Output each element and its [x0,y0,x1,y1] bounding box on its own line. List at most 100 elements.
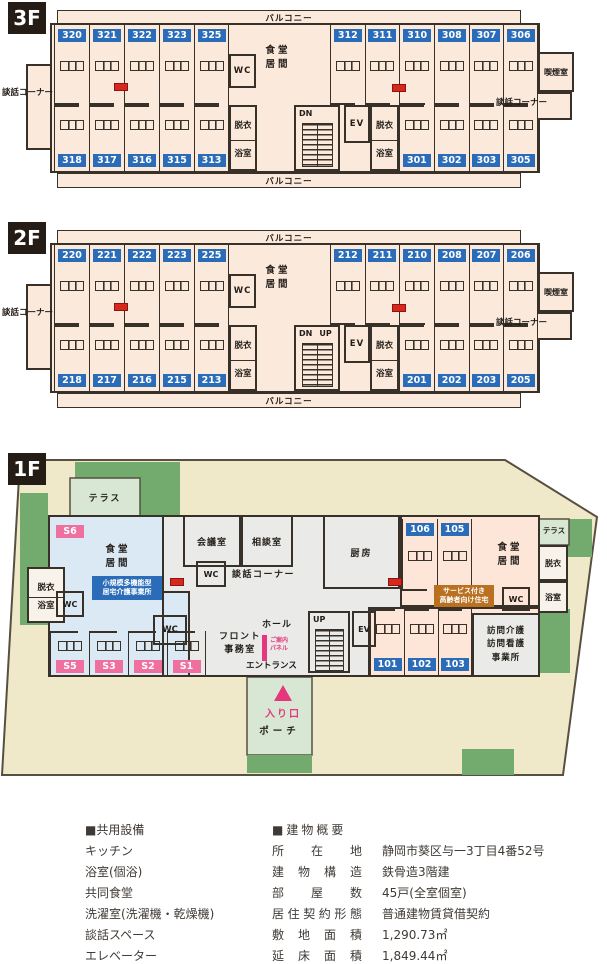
stairs-dn-label: DN [299,109,313,118]
room-cell: 306 [503,25,538,105]
building-spec-row: 延床面積 1,849.44㎡ [272,946,602,964]
door-wall [168,631,195,633]
room-cell: 222 [124,245,159,325]
room-cell: 316 [124,105,159,171]
stairs-dn-label: DN [299,329,313,338]
elevator: EV [344,325,370,363]
talk-corner-label-right: 談話コーナー [496,98,548,108]
bed-icon [408,551,432,562]
stairs-up-label: UP [319,329,332,338]
room-cell: S3 [89,631,128,677]
wc-room: WC [502,587,530,611]
room-cell: 310 [399,25,434,105]
room-badge: 321 [93,29,121,42]
room-badge: 203 [472,374,501,387]
door-wall [90,105,115,107]
talk-corner-label: 談話コーナー [232,570,296,580]
room-badge: 317 [93,154,121,167]
room-badge: 106 [406,523,434,536]
door-wall [195,325,219,327]
porch-label: ポーチ [259,726,300,737]
terrace-label-left: テラス [88,494,122,504]
room-badge: 217 [93,374,121,387]
building-overview-title: ■建物概要 [272,823,347,837]
bed-icon [60,119,84,130]
bed-icon [165,281,189,291]
room-badge: 218 [58,374,86,387]
bed-icon [58,641,82,652]
green-area [566,519,592,557]
room-cell: 221 [89,245,124,325]
door-wall [125,325,150,327]
undress-bath-left: 脱衣 浴室 [229,325,257,391]
room-badge: 202 [437,374,466,387]
room-badge: 210 [403,249,432,262]
room-badge: 305 [506,154,535,167]
room-cell: 201 [399,325,434,391]
bed-icon [474,281,499,291]
bed-icon [95,339,119,350]
bed-icon [199,119,224,130]
building-spec-label: 延床面積 [272,949,362,963]
room-cell: 205 [503,325,538,391]
room-cell: 206 [503,245,538,325]
fire-extinguisher-marker [388,578,402,586]
door-wall [90,325,115,327]
talk-corner-label-right: 談話コーナー [496,318,548,328]
room-badge: 208 [437,249,466,262]
talk-corner-label-left: 談話コーナー [2,308,54,318]
room-cell: 105 [437,519,472,591]
bed-icon [474,61,499,71]
building-spec-value: 1,849.44㎡ [382,949,448,963]
balcony-label: バルコニー [265,233,313,244]
room-cell: 323 [159,25,194,105]
dining-living-label-left: 食堂 居間 [105,544,131,569]
bed-icon [335,281,360,291]
room-badge: 101 [373,658,402,671]
bed-icon [130,281,154,291]
bed-icon [508,281,533,291]
bed-icon [375,623,400,634]
room-cell: 315 [159,105,194,171]
bed-icon [95,281,119,291]
building-spec-value: 1,290.73㎡ [382,928,448,942]
building-spec-label: 居住契約形態 [272,907,362,921]
fire-extinguisher-marker [392,304,406,312]
room-badge: 223 [163,249,191,262]
room-cell: 318 [54,105,89,171]
bed-icon [474,339,499,350]
door-wall [469,103,494,105]
room-cell: 212 [330,245,365,325]
guide-panel-marker [262,635,267,661]
terrace-label-right: テラス [542,526,566,535]
bed-icon [95,119,119,130]
room-cell: 303 [468,105,504,171]
smoking-room: 喫煙室 [538,52,574,92]
room-cell: 225 [194,245,229,325]
room-badge: 303 [472,154,501,167]
wc-room: WC [56,591,84,617]
door-wall [90,323,115,325]
room-badge: S2 [134,660,162,673]
room-badge: 323 [163,29,191,42]
door-wall [434,325,460,327]
room-badge: 325 [197,29,226,42]
visiting-care-office: 訪問介護 訪問看護 事業所 [472,613,540,677]
shared-facility-item: キッチン [85,844,134,858]
bed-icon [442,551,467,562]
bed-icon [165,119,189,130]
door-wall [403,589,428,591]
bed-icon [136,641,160,652]
bed-icon [199,281,224,291]
door-wall [160,105,185,107]
terrace-area-left [69,477,141,517]
bed-icon [405,61,430,71]
undress-bath-left: 脱衣 浴室 [27,567,65,623]
door-wall [435,323,460,325]
bed-icon [97,641,121,652]
bed-icon [439,339,464,350]
room-badge: 207 [472,249,501,262]
